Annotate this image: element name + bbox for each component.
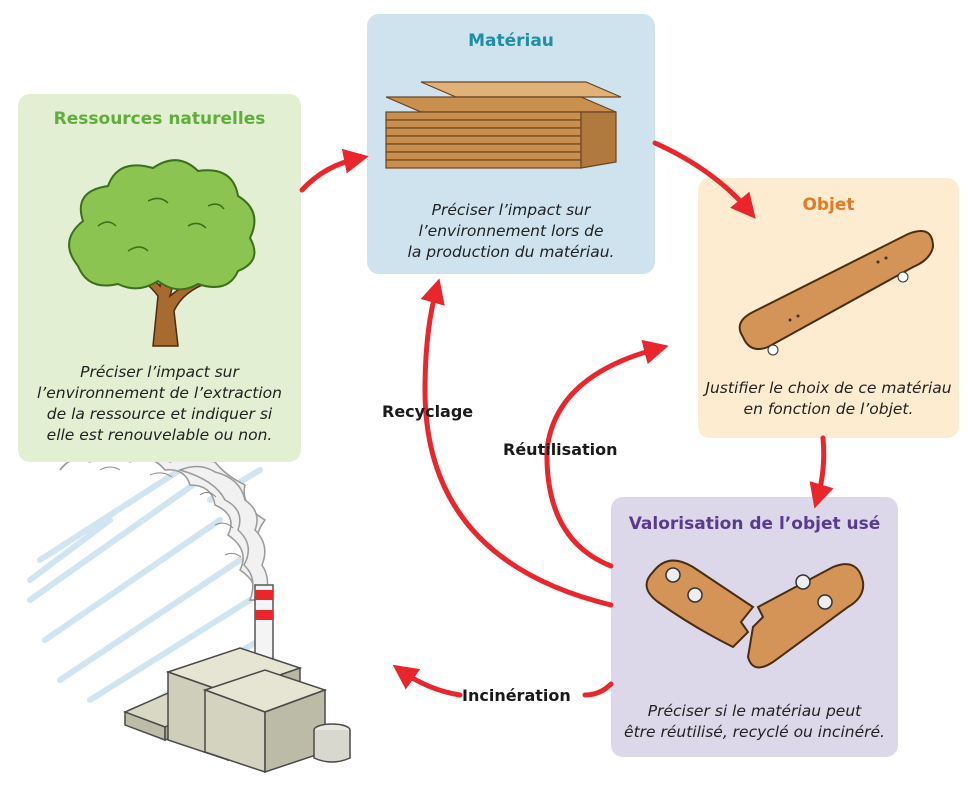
desc-line: l’environnement lors de [418, 222, 604, 240]
flow-label-incineration: Incinération [462, 686, 571, 705]
box-title: Ressources naturelles [53, 109, 266, 129]
broken-skateboard-icon [645, 559, 865, 669]
skateboard-icon [738, 230, 935, 356]
box-title: Objet [802, 195, 855, 215]
arrow-incineration [400, 670, 614, 698]
wood-planks-icon [385, 81, 622, 169]
box-description: Préciser l’impact sur l’environnement lo… [367, 200, 655, 263]
desc-line: en fonction de l’objet. [743, 400, 914, 418]
desc-line: Justifier le choix de ce matériau [705, 379, 952, 397]
box-description: Justifier le choix de ce matériau en fon… [698, 378, 959, 420]
box-description: Préciser si le matériau peut être réutil… [611, 701, 898, 743]
desc-line: être réutilisé, recyclé ou incinéré. [624, 723, 885, 741]
box-description: Préciser l’impact sur l’environnement de… [18, 362, 301, 446]
arrow-recyclage [420, 278, 614, 608]
box-ressources-naturelles: Ressources naturelles Préciser l’impact … [18, 94, 301, 462]
desc-line: Préciser si le matériau peut [647, 702, 862, 720]
box-title: Valorisation de l’objet usé [628, 514, 881, 534]
tree-icon [68, 159, 256, 347]
arrow-reutilisation [544, 339, 669, 569]
desc-line: l’environnement de l’extraction [37, 384, 282, 402]
box-title: Matériau [468, 31, 554, 51]
desc-line: de la ressource et indiquer si [46, 405, 273, 423]
flow-label-reutilisation: Réutilisation [503, 440, 618, 459]
flow-label-recyclage: Recyclage [382, 402, 474, 421]
arrow-objet-to-valorisation [809, 435, 834, 509]
desc-line: elle est renouvelable ou non. [46, 426, 273, 444]
desc-line: Préciser l’impact sur [431, 201, 591, 219]
desc-line: la production du matériau. [407, 243, 615, 261]
box-objet: Objet Justifier le choix de ce matériau … [698, 178, 959, 438]
box-valorisation: Valorisation de l’objet usé Préciser si … [611, 497, 898, 757]
arrow-ressources-to-materiau [299, 148, 369, 193]
arrow-materiau-to-objet [652, 140, 756, 219]
box-materiau: Matériau Préciser l’impact sur l’environ… [367, 14, 655, 274]
desc-line: Préciser l’impact sur [80, 363, 239, 381]
